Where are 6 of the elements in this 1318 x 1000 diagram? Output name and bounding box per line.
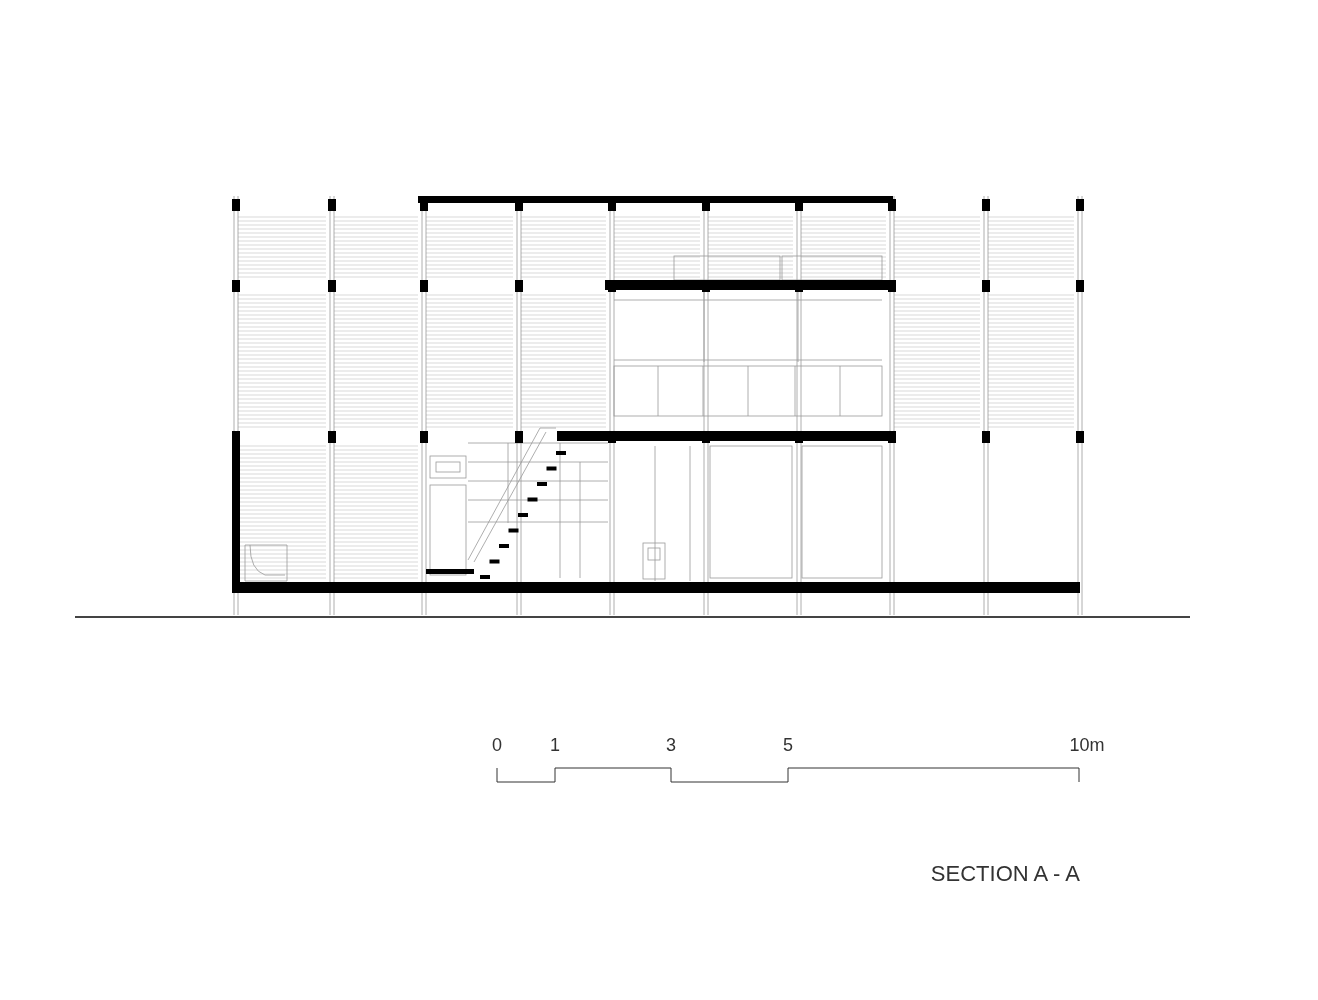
scale-label: 0: [492, 735, 502, 756]
scale-label: 3: [666, 735, 676, 756]
scale-label: 5: [783, 735, 793, 756]
scale-label: 1: [550, 735, 560, 756]
drawing-title: SECTION A - A: [930, 861, 1080, 887]
scale-label: 10m: [1069, 735, 1105, 756]
